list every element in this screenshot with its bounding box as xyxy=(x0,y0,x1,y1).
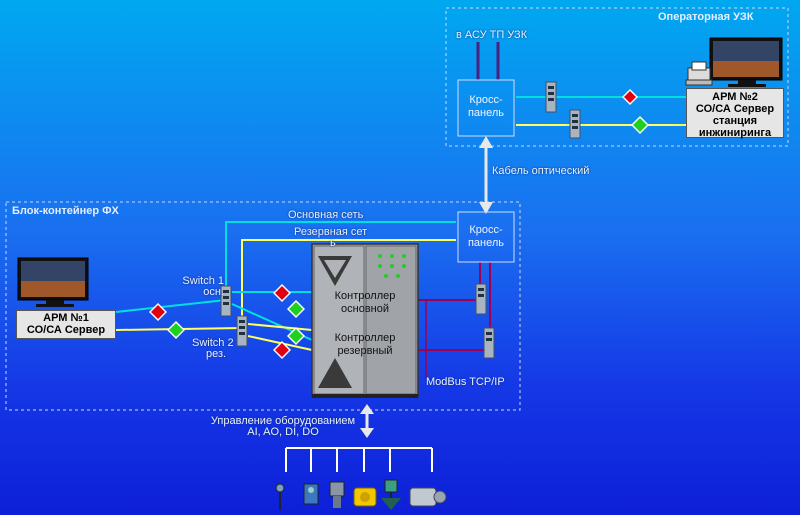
diamond-op-green xyxy=(631,116,649,134)
op-switch-2 xyxy=(569,109,581,139)
switch-1-label: Switch 1 осн. xyxy=(180,276,224,298)
controller-backup-line-1: Контроллер xyxy=(334,332,396,344)
controller-backup-line-2: резервный xyxy=(337,345,393,357)
operator-zone-box xyxy=(445,7,789,147)
arm2-line-4: инжиниринга xyxy=(698,127,772,139)
switch-2 xyxy=(236,315,248,347)
backup-net-label-line-2: ь xyxy=(330,237,336,249)
equipment-arrow-down xyxy=(360,428,374,438)
container-zone-box xyxy=(5,201,521,411)
container-cross-panel-label: Кросс- панель xyxy=(458,224,514,250)
diamond-sw2-red xyxy=(273,341,291,359)
op-cross-panel-line-1: Кросс- xyxy=(469,94,503,106)
arm2-label: АРМ №2 СО/СА Сервер станция инжиниринга xyxy=(686,88,784,139)
printer-icon xyxy=(685,61,713,86)
main-net-label: Основная сеть xyxy=(288,209,364,221)
diamond-arm1-green xyxy=(167,321,185,339)
fiber-arrow-down xyxy=(479,202,493,214)
backup-net-line xyxy=(241,239,456,320)
controller-main-line-2: основной xyxy=(341,303,389,315)
arm2-monitor-icon xyxy=(709,37,783,87)
container-cross-panel-line-1: Кросс- xyxy=(469,224,503,236)
diamond-op-red xyxy=(622,89,638,105)
arm1-monitor-icon xyxy=(17,257,89,307)
op-cross-panel-label: Кросс- панель xyxy=(458,94,514,120)
arm2-line-1: АРМ №2 xyxy=(712,91,758,103)
controller-main-line-1: Контроллер xyxy=(334,290,396,302)
diamond-sw1-green xyxy=(287,300,305,318)
arm1-main-line xyxy=(115,299,227,313)
container-cross-panel xyxy=(457,211,515,263)
arm1-line-1: АРМ №1 xyxy=(43,312,89,324)
fiber-label: Кабель оптический xyxy=(492,165,590,177)
controller-backup-label: Контроллер резервный xyxy=(320,332,410,358)
diamond-sw1-red xyxy=(273,284,291,302)
fiber-arrow-up xyxy=(479,136,493,148)
modbus-line-1 xyxy=(416,262,481,301)
motor-icon xyxy=(409,487,447,507)
control-valve-icon xyxy=(381,479,401,510)
modbus-label: ModBus TCP/IP xyxy=(426,376,505,388)
transmitter-icon xyxy=(303,483,319,505)
valve-actuator-icon xyxy=(329,481,345,508)
container-zone-title: Блок-контейнер ФХ xyxy=(12,205,119,217)
controller-cabinet xyxy=(311,243,419,398)
switch-2-line-1: Switch 2 xyxy=(192,337,234,349)
diamond-sw2-green xyxy=(287,327,305,345)
equipment-control-label: Управление оборудованием AI, AO, DI, DO xyxy=(208,416,358,438)
container-cross-panel-line-2: панель xyxy=(467,237,505,249)
op-cross-panel xyxy=(457,79,515,137)
main-net-line xyxy=(225,221,456,292)
arm1-label: АРМ №1 СО/СА Сервер xyxy=(16,310,116,339)
backup-net-label: Резервная сет ь xyxy=(294,227,367,249)
op-switch-1 xyxy=(545,81,557,113)
equipment-arrow-up xyxy=(360,404,374,414)
modbus-switch-2 xyxy=(483,327,495,359)
switch-1-line-2: осн. xyxy=(203,286,224,298)
switch-2-line-2: рез. xyxy=(206,348,227,360)
modbus-switch-1 xyxy=(475,283,487,315)
upstream-label: в АСУ ТП УЗК xyxy=(456,29,528,41)
controller-main-label: Контроллер основной xyxy=(320,290,410,316)
operator-zone-title: Операторная УЗК xyxy=(658,11,754,23)
backup-net-label-line-1: Резервная сет xyxy=(294,226,368,238)
pump-motor-icon xyxy=(353,487,377,507)
switch-1-line-1: Switch 1 xyxy=(182,275,224,287)
arm2-line-3: станция xyxy=(712,115,758,127)
sw2-ctrl-main xyxy=(247,323,313,331)
equipment-bus xyxy=(285,447,433,472)
diamond-arm1-red xyxy=(149,303,167,321)
equipment-control-line-1: Управление оборудованием xyxy=(210,415,356,427)
pressure-sensor-icon xyxy=(275,483,285,510)
arm1-line-2: СО/СА Сервер xyxy=(26,324,106,336)
switch-2-label: Switch 2 рез. xyxy=(192,338,240,360)
equipment-control-line-2: AI, AO, DI, DO xyxy=(247,426,319,438)
switch-1 xyxy=(220,285,232,317)
arm2-line-2: СО/СА Сервер xyxy=(695,103,775,115)
op-cross-panel-line-2: панель xyxy=(467,107,505,119)
